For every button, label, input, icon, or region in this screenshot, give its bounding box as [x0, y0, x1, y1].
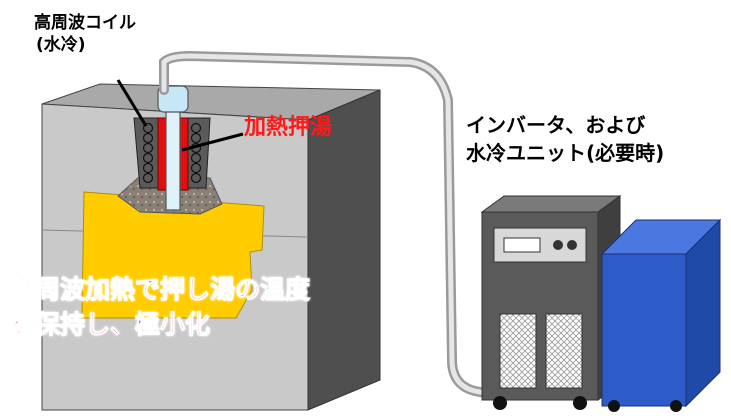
- inverter-cabinet: [480, 195, 622, 410]
- mold-side-face: [307, 89, 381, 411]
- caster-wheel: [493, 396, 507, 410]
- feed-pointer: [181, 132, 244, 152]
- knob-left: [553, 240, 563, 250]
- inverter-label: インバータ、および: [466, 113, 646, 137]
- caster-wheel: [670, 400, 682, 412]
- water-unit-label: 水冷ユニット(必要時): [466, 141, 665, 165]
- coil-sublabel: (水冷): [36, 35, 86, 55]
- description-line-2: を保持し、極小化: [9, 310, 211, 339]
- caster-wheel: [573, 396, 587, 410]
- description-line-1: 高周波加熱で押し湯の温度: [9, 275, 311, 304]
- casting-part: [81, 191, 265, 319]
- heating-feed-label: 加熱押湯: [244, 115, 333, 140]
- coil-windings: [142, 122, 202, 184]
- caster-wheel: [608, 400, 620, 412]
- water-unit-front: [601, 253, 687, 407]
- cooling-pipe-highlight: [161, 53, 508, 397]
- cabinet-top: [480, 195, 622, 213]
- water-cooling-unit: [600, 218, 722, 412]
- display-screen: [503, 237, 541, 253]
- vent-grille-right: [545, 313, 583, 389]
- vent-grille-left: [499, 313, 537, 389]
- knob-right: [567, 240, 577, 250]
- coil-pointer: [116, 79, 148, 127]
- coil-label: 高周波コイル: [34, 13, 136, 33]
